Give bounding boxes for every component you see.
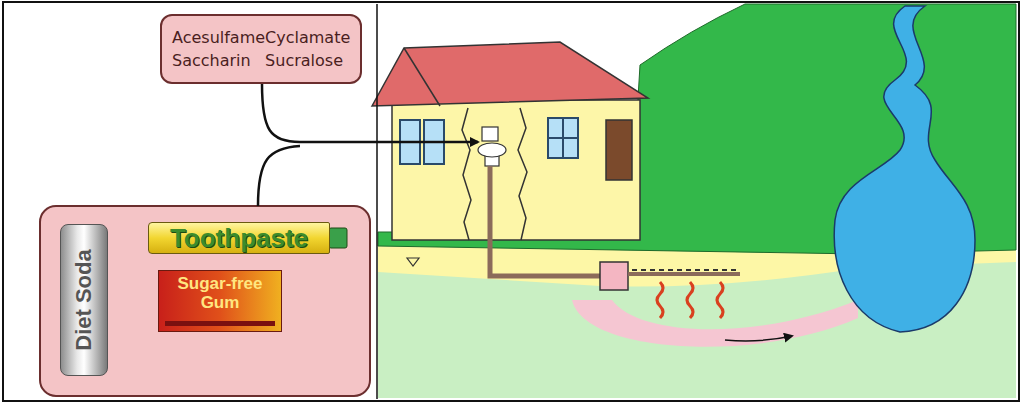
sweetener-name: Saccharin	[172, 51, 265, 70]
sewer-pipe	[490, 166, 600, 276]
toilet-tank	[482, 127, 498, 141]
window	[548, 118, 578, 158]
septic-tank	[600, 262, 628, 290]
sweetener-name: Cyclamate	[265, 28, 350, 47]
outer-frame	[3, 2, 1019, 401]
leader-line	[262, 84, 478, 142]
wall-crack	[518, 108, 527, 240]
wall-crack	[462, 108, 471, 240]
window-bar	[548, 118, 578, 158]
products-box	[40, 206, 370, 396]
product-label: Toothpaste	[170, 223, 308, 254]
seepage-wave	[657, 282, 663, 318]
gum-pack: Sugar-free Gum	[158, 270, 282, 332]
seepage-wave	[717, 282, 723, 318]
toothpaste-cap	[329, 228, 347, 248]
soda-can: Diet Soda	[60, 224, 108, 376]
seepage-wave	[687, 282, 693, 318]
sweetener-name: Acesulfame	[172, 28, 265, 47]
house-roof	[372, 42, 648, 106]
house-wall	[392, 100, 640, 240]
drain-pipe	[628, 272, 740, 276]
sweetener-name: Sucralose	[265, 51, 350, 70]
roof-gable	[404, 48, 440, 106]
product-label: Diet Soda	[71, 249, 97, 350]
flow-arrow	[725, 336, 792, 341]
sweetener-box: AcesulfameCyclamateSaccharinSucralose	[160, 14, 362, 84]
toothpaste-tube: Toothpaste	[148, 222, 330, 254]
product-label: Sugar-free Gum	[159, 274, 281, 312]
contaminant-plume	[572, 300, 858, 347]
leader-line	[258, 146, 300, 206]
panel-divider	[376, 4, 378, 399]
water-table-symbol	[407, 258, 419, 266]
toilet-bowl	[478, 143, 506, 157]
door	[606, 120, 632, 180]
drain-perforations	[632, 269, 740, 271]
river	[834, 6, 975, 332]
